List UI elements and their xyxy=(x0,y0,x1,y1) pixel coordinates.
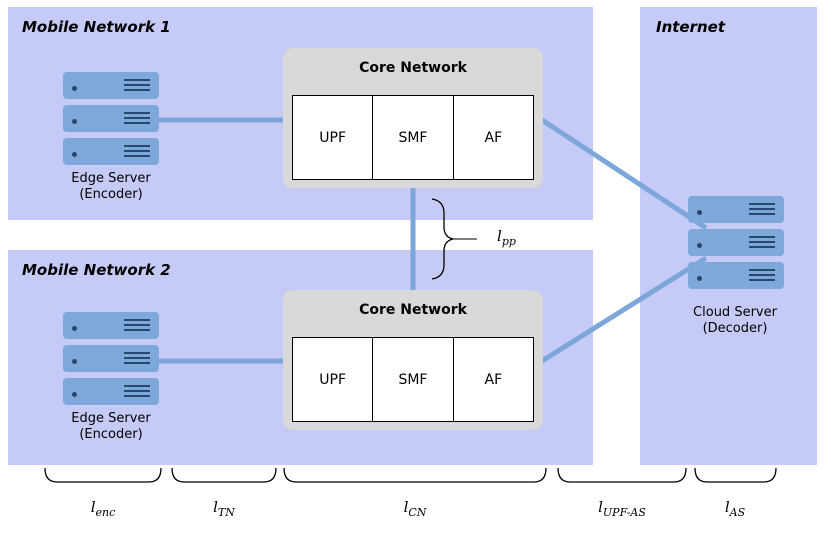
edge-server-1-label-line1: Edge Server xyxy=(71,171,151,186)
server-unit-icon xyxy=(688,196,784,223)
edge-server-1-label-line2: (Encoder) xyxy=(79,187,143,202)
cloud-server-label: Cloud Server (Decoder) xyxy=(665,305,805,337)
edge-server-2-icon xyxy=(63,312,159,405)
edge-server-2-label: Edge Server (Encoder) xyxy=(41,411,181,443)
edge-server-1-icon xyxy=(63,72,159,165)
upfas-brace xyxy=(557,467,687,483)
label-l-tn: lTN xyxy=(213,498,235,519)
core1-upf-box: UPF xyxy=(292,95,374,180)
server-unit-icon xyxy=(63,312,159,339)
cn-brace xyxy=(283,467,547,483)
server-unit-icon xyxy=(63,72,159,99)
enc-brace xyxy=(44,467,162,483)
server-unit-icon xyxy=(63,105,159,132)
server-unit-icon xyxy=(63,378,159,405)
core-network-1-functions: UPF SMF AF xyxy=(292,95,534,180)
cloud-server-icon xyxy=(688,196,784,289)
label-l-cn: lCN xyxy=(403,498,427,519)
as-brace xyxy=(694,467,777,483)
core-network-1-title: Core Network xyxy=(359,60,467,76)
core2-smf-box: SMF xyxy=(372,337,454,422)
mobile-network-2-title: Mobile Network 2 xyxy=(22,261,171,279)
edge-server-2-label-line2: (Encoder) xyxy=(79,427,143,442)
label-l-as: lAS xyxy=(724,498,746,519)
core2-upf-box: UPF xyxy=(292,337,374,422)
tn-brace xyxy=(171,467,277,483)
mobile-network-1-title: Mobile Network 1 xyxy=(22,18,171,36)
server-unit-icon xyxy=(63,138,159,165)
internet-title: Internet xyxy=(656,18,726,36)
core1-smf-box: SMF xyxy=(372,95,454,180)
core-network-2: Core Network UPF SMF AF xyxy=(283,290,543,430)
core1-af-box: AF xyxy=(452,95,534,180)
server-unit-icon xyxy=(688,229,784,256)
edge-server-2-label-line1: Edge Server xyxy=(71,411,151,426)
core-network-2-functions: UPF SMF AF xyxy=(292,337,534,422)
core2-af-box: AF xyxy=(452,337,534,422)
core-network-2-title: Core Network xyxy=(359,302,467,318)
server-unit-icon xyxy=(63,345,159,372)
core-network-1: Core Network UPF SMF AF xyxy=(283,48,543,188)
server-unit-icon xyxy=(688,262,784,289)
label-l-enc: lenc xyxy=(90,498,116,519)
label-l-upf-as: lUPF-AS xyxy=(598,498,646,519)
label-l-pp: lpp xyxy=(497,227,516,248)
edge-server-1-label: Edge Server (Encoder) xyxy=(41,171,181,203)
cloud-server-label-line1: Cloud Server xyxy=(693,305,777,320)
cloud-server-label-line2: (Decoder) xyxy=(702,321,768,336)
